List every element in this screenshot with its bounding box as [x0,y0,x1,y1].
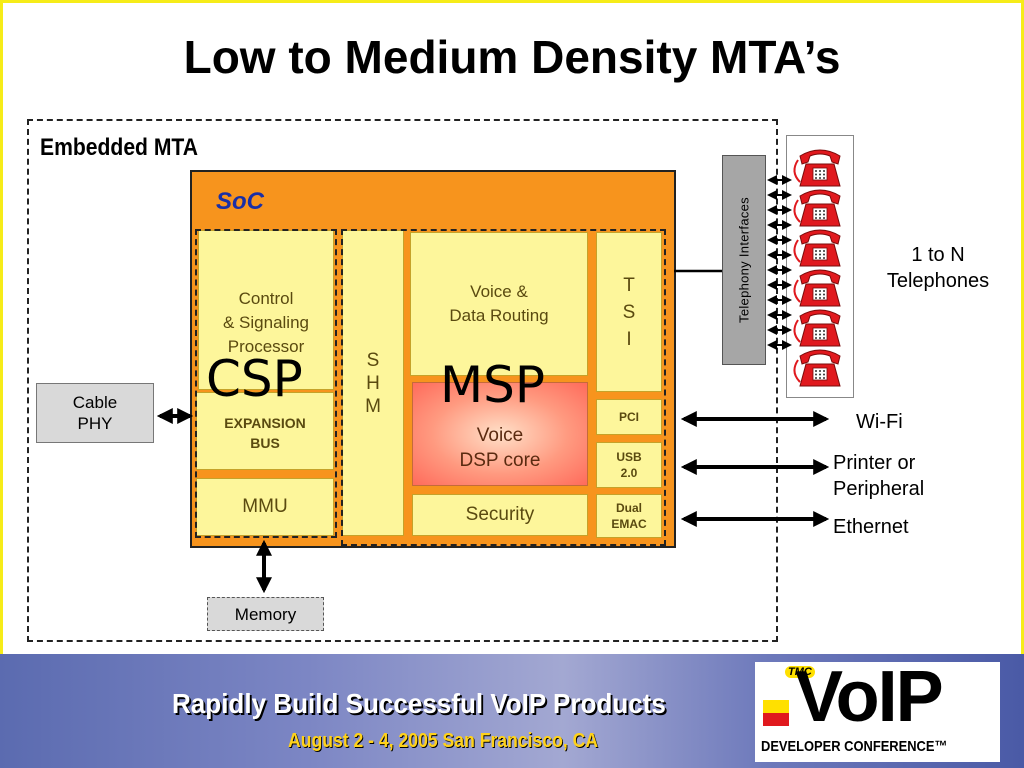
expansion-line1: EXPANSION [224,415,306,431]
telephones-line2: Telephones [886,270,990,292]
banner-headline: Rapidly Build Successful VoIP Products [172,688,666,719]
voice-data-routing: Voice & Data Routing [410,232,588,376]
usb-line1: USB [616,450,642,464]
telephony-interfaces-block: Telephony Interfaces [722,155,766,365]
wifi-label: Wi-Fi [856,411,903,433]
cable-phy-block: Cable PHY [36,383,154,443]
msp-label: MSP [440,356,546,414]
dual-emac-block: Dual EMAC [596,494,662,538]
soc-label: SoC [216,188,264,215]
telephone-icon [793,149,841,187]
telephones-group [793,149,841,387]
shm-block: S H M [342,230,404,536]
telephone-icon [793,309,841,347]
dsp-line1: Voice [476,425,524,446]
usb-block: USB 2.0 [596,442,662,488]
telephone-icon [793,269,841,307]
banner-dates: August 2 - 4, 2005 San Francisco, CA [288,730,599,752]
expansion-bus: EXPANSION BUS [196,392,334,470]
logo-yellow-bar [763,700,789,713]
tsi-t: T [623,274,635,296]
control-signaling-processor: Control & Signaling Processor [198,230,334,390]
voice-routing-line1: Voice & [470,282,528,301]
embedded-mta-boundary [27,119,778,642]
emac-line2: EMAC [611,517,647,531]
tmc-badge: TMC [785,666,815,678]
voice-dsp-core: Voice DSP core [412,382,588,486]
cable-phy-line1: Cable [72,393,118,412]
conference-text: DEVELOPER CONFERENCE™ [761,738,948,755]
voice-routing-line2: Data Routing [449,306,549,325]
shm-h: H [366,372,380,394]
telephone-icon [793,229,841,267]
control-line3: Processor [227,337,305,356]
telephony-arrows [767,175,792,350]
printer-line1: Printer or [833,452,916,474]
security-block: Security [412,494,588,536]
embedded-mta-label: Embedded MTA [40,134,199,161]
voip-wordmark: VoIP [795,657,944,737]
voip-logo: TMC VoIP DEVELOPER CONFERENCE™ [755,657,1000,762]
cable-phy-line2: PHY [77,414,113,433]
ethernet-label: Ethernet [833,516,909,538]
tsi-s: S [622,301,636,323]
usb-line2: 2.0 [620,466,638,480]
control-line1: Control [238,289,294,308]
tsi-block: T S I [596,232,662,392]
csp-label: CSP [206,350,303,408]
msp-boundary [341,229,666,546]
printer-label: Printer or Peripheral [833,450,924,502]
memory-block: Memory [207,597,324,631]
printer-line2: Peripheral [833,478,925,500]
emac-line1: Dual [615,501,642,515]
telephone-icon [793,349,841,387]
telephones-line1: 1 to N [911,244,965,266]
tsi-i: I [626,328,632,350]
pci-block: PCI [596,399,662,435]
control-line2: & Signaling [222,313,309,332]
logo-red-bar [763,713,789,726]
mmu-block: MMU [196,478,334,536]
dsp-line2: DSP core [459,450,541,471]
expansion-line2: BUS [250,435,280,451]
slide-title: Low to Medium Density MTA’s [183,31,841,83]
shm-s: S [366,349,380,371]
csp-boundary [195,229,337,538]
telephones-label: 1 to N Telephones [868,242,1008,294]
telephone-icon [793,189,841,227]
shm-m: M [365,395,381,417]
